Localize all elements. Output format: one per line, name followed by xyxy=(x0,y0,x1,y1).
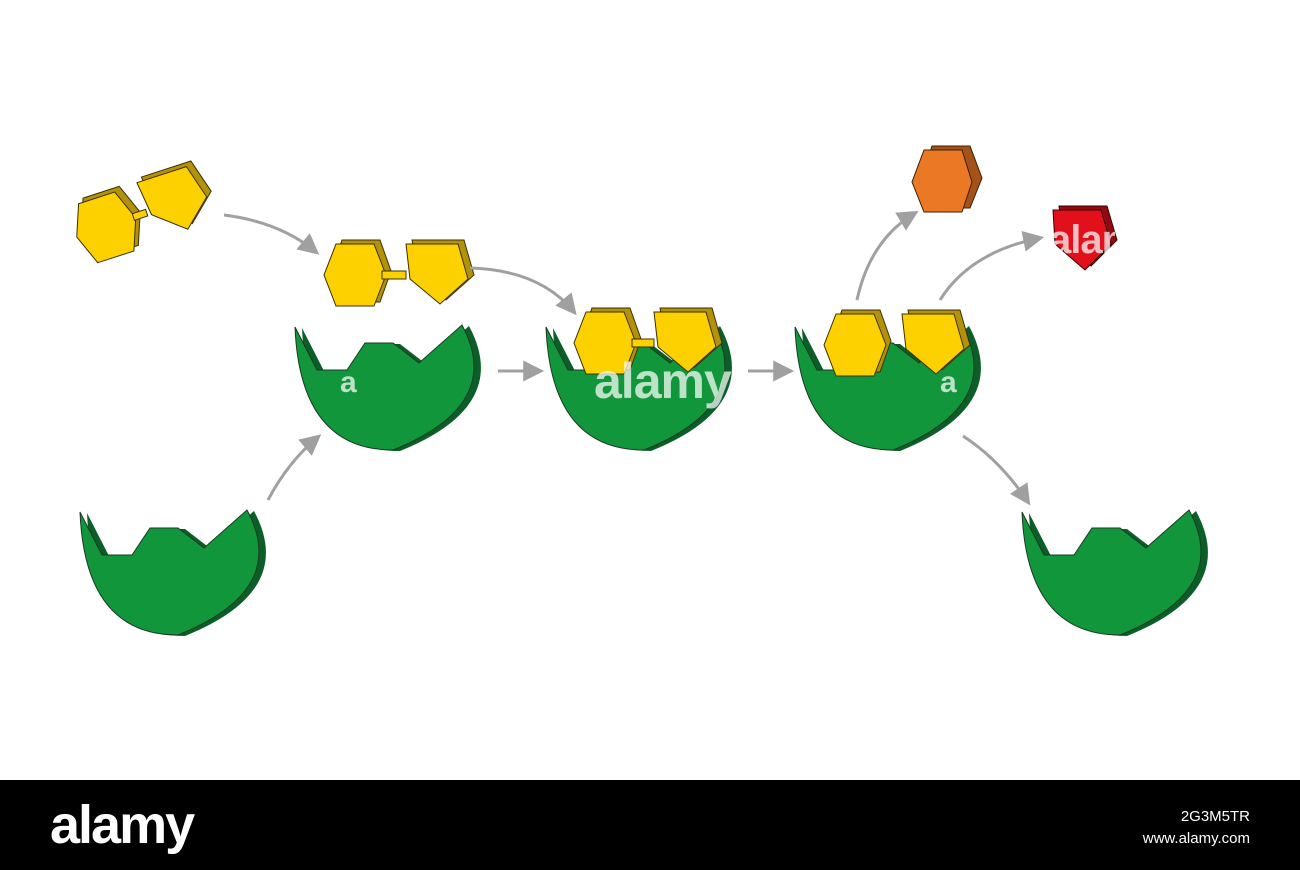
stock-footer: alamy 2G3M5TR www.alamy.com xyxy=(0,780,1300,870)
substrate-bound xyxy=(573,307,723,375)
substrate-approaching xyxy=(323,239,475,307)
arrow-substrate-into-site xyxy=(469,266,577,316)
enzyme-free-end xyxy=(1021,509,1209,637)
arrow-enzyme-to-binding xyxy=(266,434,322,501)
product-hexagon-bound xyxy=(823,309,892,377)
enzyme-active-site-open xyxy=(294,324,482,452)
enzyme-free-start xyxy=(79,509,267,637)
footer-logo: alamy xyxy=(50,795,195,855)
watermark-center: alamy xyxy=(594,353,732,409)
substrate-hexagon-icon xyxy=(323,239,392,307)
product-hexagon-icon xyxy=(911,145,983,213)
arrow-release-hexagon xyxy=(855,210,919,301)
watermark-mark-left: a xyxy=(340,366,357,399)
arrow-enzyme-release xyxy=(962,434,1031,506)
product-pentagon-icon xyxy=(1052,205,1118,271)
substrate-free-tilted xyxy=(76,160,212,264)
footer-site: www.alamy.com xyxy=(1142,830,1250,847)
footer-image-info: 2G3M5TR www.alamy.com xyxy=(1143,806,1250,850)
arrow-substrate-to-binding xyxy=(223,213,320,255)
footer-image-id: 2G3M5TR xyxy=(1180,808,1250,825)
arrow-release-pentagon xyxy=(938,231,1045,301)
enzyme-reaction-diagram xyxy=(76,145,1209,637)
watermark-right: alamy xyxy=(1049,218,1115,262)
watermark-mark-right: a xyxy=(940,366,957,399)
substrate-pentagon-icon xyxy=(405,239,475,305)
